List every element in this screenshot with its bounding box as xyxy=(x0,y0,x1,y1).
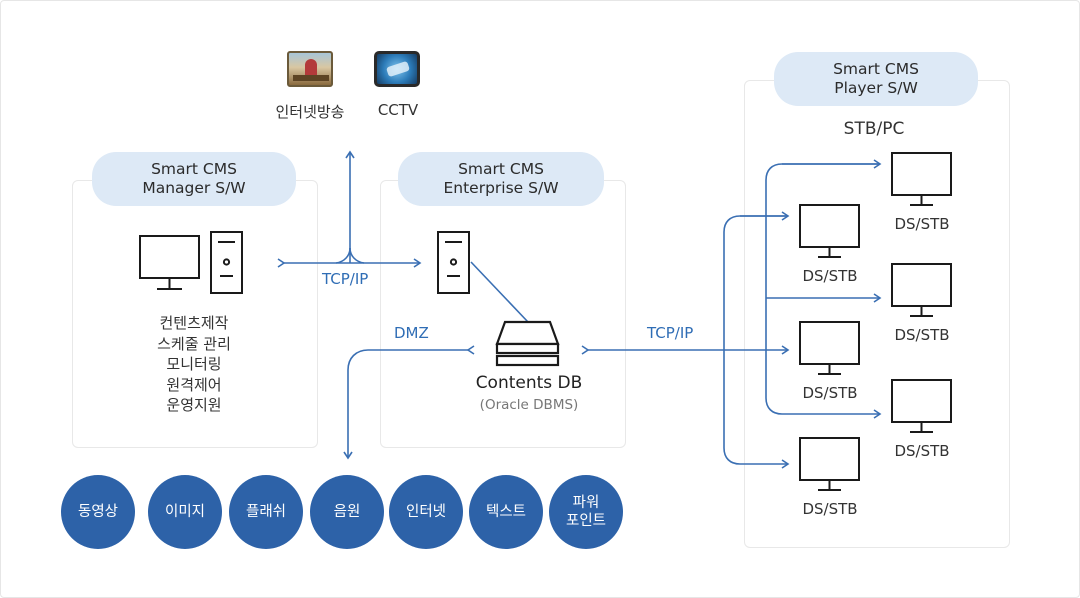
device-label: DS/STB xyxy=(894,326,950,344)
device-label: DS/STB xyxy=(802,500,858,518)
player-panel xyxy=(744,80,1010,548)
player-title-line2: Player S/W xyxy=(834,79,918,97)
content-type-image: 이미지 xyxy=(148,475,222,549)
content-type-label: 텍스트 xyxy=(485,504,527,520)
tcpip-right-label: TCP/IP xyxy=(647,324,694,342)
content-type-label: 이미지 xyxy=(164,504,206,520)
enterprise-title-line1: Smart CMS xyxy=(458,160,544,178)
content-type-label: 인터넷 xyxy=(405,504,447,520)
ds-stb-monitor-icon xyxy=(891,152,952,206)
source-label-cctv: CCTV xyxy=(377,101,419,119)
ds-stb-monitor-icon xyxy=(799,204,860,258)
content-type-label: 동영상 xyxy=(77,504,119,520)
function-item: 운영지원 xyxy=(166,396,222,414)
ds-stb-monitor-icon xyxy=(891,379,952,433)
branch-right-bottom xyxy=(765,163,882,419)
player-title-pill: Smart CMS Player S/W xyxy=(774,52,978,106)
manager-pc-tower-icon xyxy=(210,231,243,294)
server-db-link xyxy=(470,261,529,323)
content-type-powerpoint: 파워 포인트 xyxy=(549,475,623,549)
dmz-link xyxy=(343,345,475,460)
device-label: DS/STB xyxy=(802,267,858,285)
manager-panel xyxy=(72,180,318,448)
db-sub: (Oracle DBMS) xyxy=(479,397,579,413)
device-label: DS/STB xyxy=(802,384,858,402)
manager-title-line1: Smart CMS xyxy=(151,160,237,178)
content-type-audio: 음원 xyxy=(310,475,384,549)
content-type-label: 플래쉬 xyxy=(245,504,287,520)
db-name: Contents DB xyxy=(475,373,583,393)
manager-function-list: 컨텐츠제작 스케줄 관리 모니터링 원격제어 운영지원 xyxy=(112,313,276,416)
device-label: DS/STB xyxy=(894,215,950,233)
content-type-label: 음원 xyxy=(333,504,361,520)
content-type-video: 동영상 xyxy=(61,475,135,549)
content-type-flash: 플래쉬 xyxy=(229,475,303,549)
source-label-broadcast: 인터넷방송 xyxy=(275,103,345,121)
ds-stb-monitor-icon xyxy=(799,437,860,491)
player-title-line1: Smart CMS xyxy=(833,60,919,78)
device-label: DS/STB xyxy=(894,442,950,460)
function-item: 스케줄 관리 xyxy=(157,334,231,353)
function-item: 원격제어 xyxy=(166,375,222,394)
function-item: 컨텐츠제작 xyxy=(159,314,229,332)
manager-title-line2: Manager S/W xyxy=(142,179,246,197)
ds-stb-monitor-icon xyxy=(891,263,952,317)
database-icon xyxy=(495,320,560,367)
enterprise-server-icon xyxy=(437,231,470,294)
cctv-thumbnail-icon xyxy=(374,51,420,87)
branch-left-bottom xyxy=(723,215,790,469)
content-type-label: 파워 포인트 xyxy=(565,495,607,529)
manager-title-pill: Smart CMS Manager S/W xyxy=(92,152,296,206)
manager-monitor-icon xyxy=(139,235,200,290)
function-item: 모니터링 xyxy=(166,355,222,373)
dmz-label: DMZ xyxy=(394,324,429,342)
content-type-internet: 인터넷 xyxy=(389,475,463,549)
enterprise-title-pill: Smart CMS Enterprise S/W xyxy=(398,152,604,206)
tcpip-left-label: TCP/IP xyxy=(322,270,369,288)
content-type-text: 텍스트 xyxy=(469,475,543,549)
broadcast-thumbnail-icon xyxy=(287,51,333,87)
enterprise-title-line2: Enterprise S/W xyxy=(443,179,559,197)
player-subtitle: STB/PC xyxy=(843,119,905,139)
ds-stb-monitor-icon xyxy=(799,321,860,375)
